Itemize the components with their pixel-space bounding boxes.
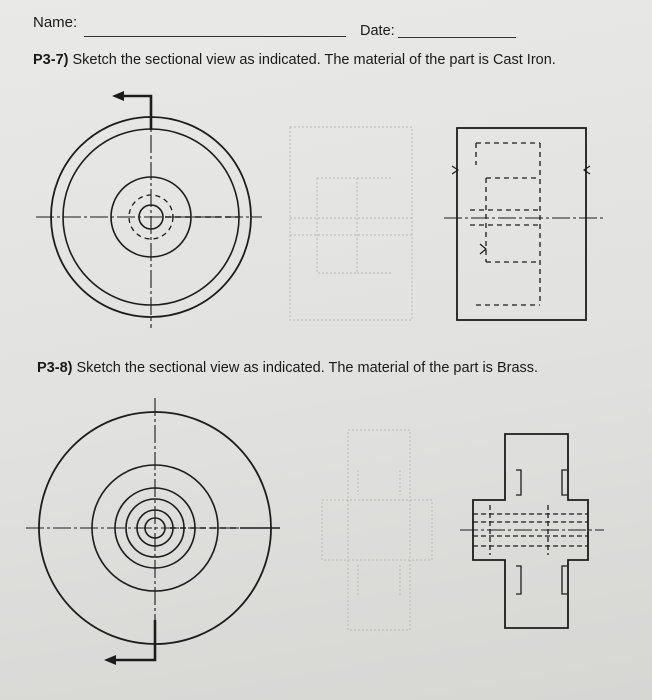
problem-p3-8-id: P3-8) [37, 360, 73, 376]
date-label: Date: [360, 23, 395, 39]
p3-8-front-view [26, 398, 280, 665]
date-blank-line [398, 37, 516, 38]
p3-8-side-view [460, 433, 604, 629]
p3-7-faint-section-outline [289, 126, 413, 321]
p3-7-side-view [444, 127, 604, 321]
name-blank-line [84, 36, 346, 37]
problem-p3-7-heading: P3-7) Sketch the sectional view as indic… [33, 52, 556, 68]
problem-p3-7-text: Sketch the sectional view as indicated. … [72, 52, 556, 68]
problem-p3-8-text: Sketch the sectional view as indicated. … [76, 360, 539, 376]
p3-8-faint-section-outline [321, 429, 433, 631]
problem-p3-8-heading: P3-8) Sketch the sectional view as indic… [37, 360, 538, 376]
problem-p3-7-id: P3-7) [33, 52, 69, 68]
name-label: Name: [33, 14, 78, 31]
p3-7-front-view [36, 91, 262, 328]
